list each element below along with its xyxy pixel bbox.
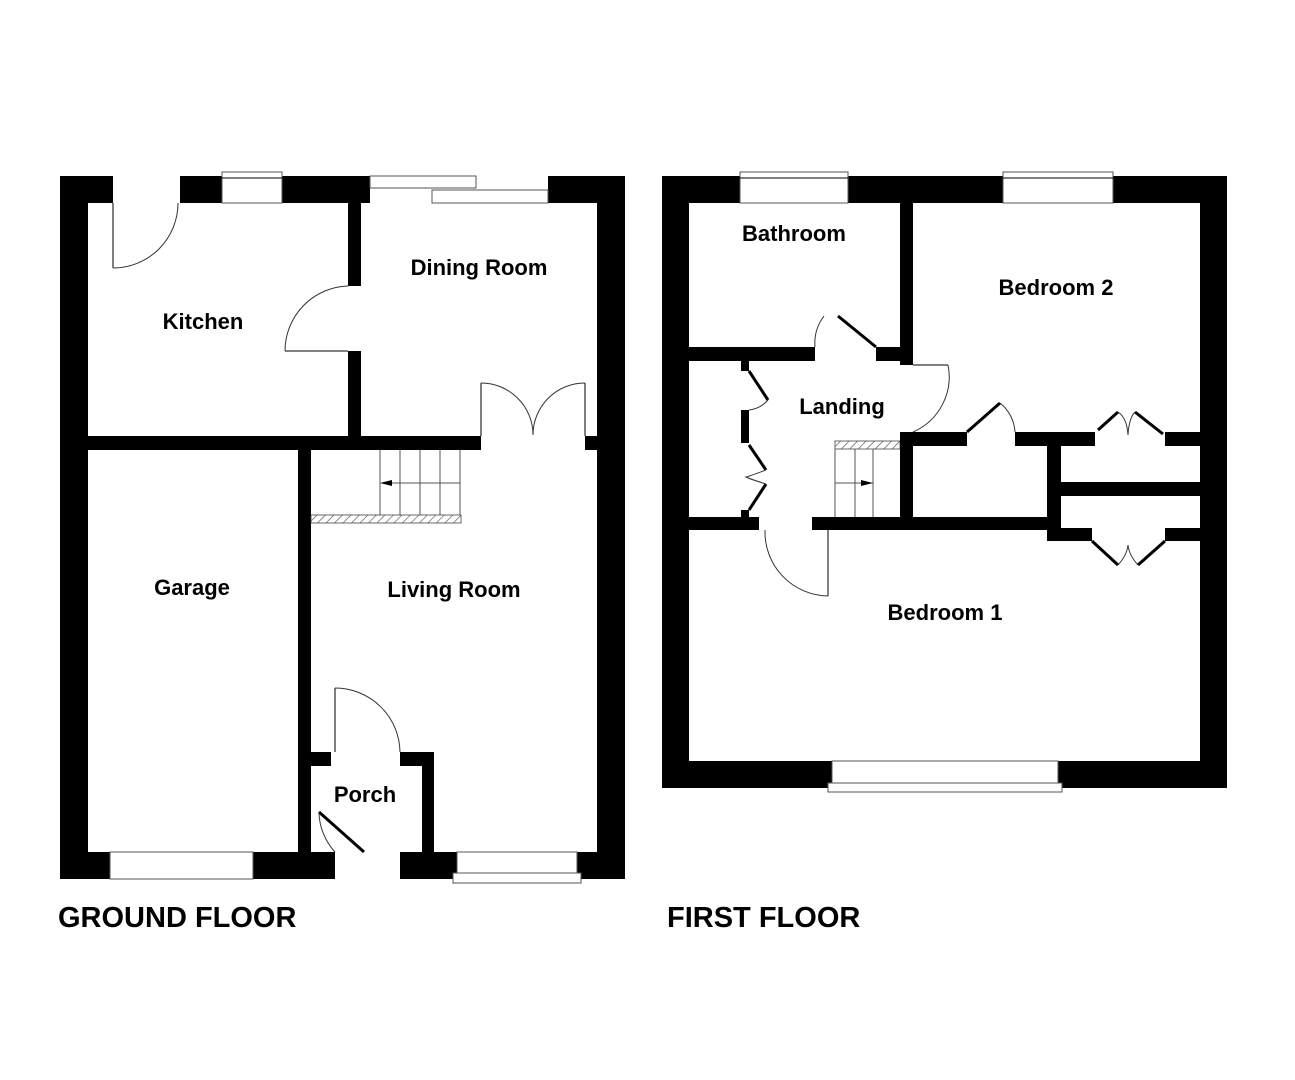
kitchen-window	[221, 171, 283, 204]
wardrobe-divider	[1061, 482, 1200, 496]
dining-patio-door-a	[369, 175, 477, 189]
room-label-bedroom-1: Bedroom 1	[888, 600, 1003, 625]
floor-title-first: FIRST FLOOR	[667, 902, 860, 934]
ground-middle-wall-east	[585, 436, 597, 450]
first-staircase	[834, 440, 901, 517]
room-label-porch: Porch	[334, 782, 396, 807]
bedroom2-bottom-wall-c	[1165, 432, 1200, 446]
bedroom1-bottom-wall-w	[662, 761, 832, 788]
cupboard-door-swing	[744, 469, 767, 485]
landing-bottom-wall-e	[812, 517, 1047, 530]
room-label-bedroom-2: Bedroom 2	[999, 275, 1114, 300]
kitchen-top-wall-a	[60, 176, 113, 203]
bedroom1-window-sill	[827, 782, 1063, 793]
bedroom2-cupboard-door	[966, 401, 1001, 434]
kitchen-top-wall-b	[180, 176, 222, 203]
living-bottom-wall-e	[577, 852, 625, 879]
room-label-garage: Garage	[154, 575, 230, 600]
cupboard-door-swing	[748, 399, 769, 411]
cupboard-jamb	[741, 510, 749, 520]
kitchen-dining-wall-bottom	[348, 351, 361, 438]
bedroom2-bottom-wall-b	[1015, 432, 1095, 446]
bathroom-bottom-wall-e	[876, 347, 913, 361]
bedroom2-top-wall-e	[1113, 176, 1227, 203]
bedroom2-window	[1002, 171, 1114, 204]
wardrobe-bottom-wall-w	[1047, 528, 1092, 541]
french-door-swing-right	[532, 382, 586, 436]
cupboard-door-upper	[747, 370, 770, 401]
bathroom-top-wall-w	[662, 176, 740, 203]
french-door-swing-left	[480, 382, 534, 436]
bedroom1-bottom-wall-e	[1058, 761, 1227, 788]
bathroom-bottom-wall-w	[689, 347, 815, 361]
first-top-wall-mid	[848, 176, 1003, 203]
back-door-swing	[112, 202, 179, 269]
porch-east-wall	[422, 752, 434, 879]
garage-bottom-wall-e	[253, 852, 335, 879]
floor-title-ground: GROUND FLOOR	[58, 902, 296, 934]
first-west-wall	[662, 176, 689, 788]
cupboard-door-lower-a	[747, 444, 768, 471]
wardrobe-west-wall	[1047, 446, 1061, 541]
living-bottom-wall-w	[400, 852, 457, 879]
wardrobe-door-1a	[1090, 539, 1120, 567]
garage-bottom-wall-w	[60, 852, 110, 879]
first-floor-plan: Bathroom Bedroom 2 Landing Bedroom 1 FIR…	[662, 171, 1227, 934]
bathroom-door-leaf	[837, 314, 877, 349]
ground-west-wall	[60, 176, 88, 879]
room-label-bathroom: Bathroom	[742, 221, 846, 246]
cupboard-door-swing	[999, 402, 1016, 433]
bathroom-bedroom2-wall	[900, 203, 913, 365]
living-window-sill	[452, 872, 582, 884]
kitchen-top-wall-c	[282, 176, 370, 203]
ground-staircase	[310, 450, 462, 524]
kitchen-dining-wall-top	[348, 203, 361, 286]
kitchen-door-swing	[284, 285, 349, 352]
ground-middle-wall	[88, 436, 481, 450]
wardrobe-door-swing	[1117, 411, 1136, 436]
porch-inner-door-swing	[334, 687, 401, 753]
wardrobe-door-1b	[1137, 539, 1166, 567]
cupboard-door-lower-b	[747, 483, 768, 511]
wardrobe-door-2b	[1134, 410, 1164, 436]
room-label-dining-room: Dining Room	[411, 255, 548, 280]
bedroom2-bottom-wall-a	[913, 432, 967, 446]
bedroom2-door-swing	[912, 364, 950, 433]
first-east-wall	[1200, 176, 1227, 788]
landing-bottom-wall-w	[689, 517, 759, 530]
ground-east-wall	[597, 176, 625, 879]
wardrobe-bottom-wall-e	[1165, 528, 1200, 541]
front-door-leaf	[318, 810, 365, 854]
dining-top-wall	[548, 176, 625, 203]
ground-floor-plan: Kitchen Dining Room Garage Living Room P…	[58, 171, 625, 934]
wardrobe-door-swing	[1117, 544, 1139, 566]
garage-door	[109, 851, 254, 880]
stair-side-wall	[900, 432, 913, 520]
room-label-landing: Landing	[799, 394, 885, 419]
bathroom-door-swing	[814, 315, 825, 348]
room-label-kitchen: Kitchen	[163, 309, 244, 334]
front-door-swing	[318, 811, 336, 853]
cupboard-jamb	[741, 410, 749, 443]
cupboard-jamb	[741, 361, 749, 371]
porch-wall-nw	[311, 752, 331, 766]
bedroom1-door-swing	[764, 529, 829, 597]
dining-patio-door-b	[431, 189, 549, 204]
bathroom-window	[739, 171, 849, 204]
room-label-living-room: Living Room	[387, 577, 520, 602]
wardrobe-door-2a	[1096, 410, 1120, 432]
garage-living-wall	[298, 450, 311, 879]
